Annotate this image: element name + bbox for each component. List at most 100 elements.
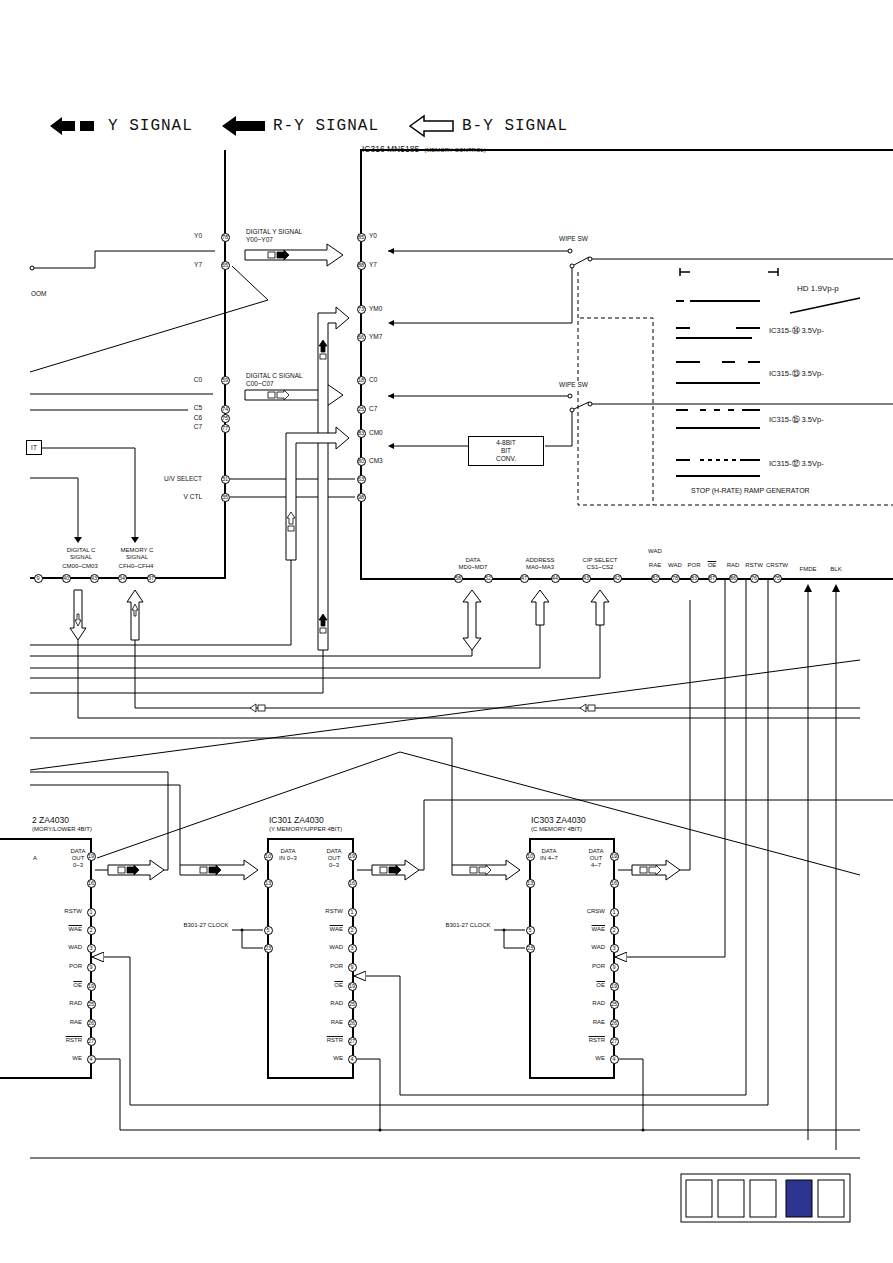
- pin-number: 9: [348, 963, 357, 972]
- signal-arrows: [180, 860, 258, 880]
- signal-label: C0: [368, 376, 378, 383]
- signal-label: WE: [594, 1055, 606, 1062]
- pin-number: 13: [526, 879, 535, 888]
- pin-number: 98: [357, 493, 366, 502]
- pin-number: 16: [348, 879, 357, 888]
- arrow-icons: [479, 865, 491, 875]
- pin-number: 86: [729, 574, 738, 583]
- wires: [30, 785, 180, 865]
- signal-label: C0: [193, 376, 203, 383]
- wire-dots: [388, 393, 394, 399]
- wires: [30, 249, 893, 1158]
- signal-label: DATA IN 0~3: [276, 848, 300, 862]
- pin-number: 5: [264, 926, 273, 935]
- arrow-icons: [209, 865, 221, 875]
- pin-number: 78: [671, 574, 680, 583]
- signal-label: RSTR: [588, 1037, 606, 1044]
- wire-dots: [388, 248, 394, 254]
- arrow-icons: [268, 392, 275, 398]
- pin-number: 43: [90, 574, 99, 583]
- signal-label: RAE: [592, 1019, 606, 1026]
- signal-label: DIGITAL Y SIGNAL: [245, 228, 303, 235]
- signal-label: RAD: [329, 1000, 344, 1007]
- pin-number: 19: [348, 852, 357, 861]
- pin-number: 44: [551, 574, 560, 583]
- signal-arrows: [463, 590, 481, 650]
- pin-number: 27: [348, 1037, 357, 1046]
- signal-label: POR: [686, 562, 701, 569]
- wires: [574, 402, 589, 409]
- pin-number: 9: [87, 963, 96, 972]
- signal-label: HD 1.9Vp-p: [796, 284, 840, 293]
- signal-label: B301-27 CLOCK: [179, 922, 233, 929]
- waveform-marks: [680, 268, 860, 313]
- pin-number: 19: [348, 982, 357, 991]
- signal-label: Y00~Y07: [245, 236, 274, 243]
- ic-function: (MORY/LOWER 4BIT): [32, 825, 92, 833]
- page-index: [681, 1174, 850, 1222]
- signal-label: C7: [193, 423, 203, 430]
- arrow-icons: [380, 867, 387, 873]
- ic-name: IC316 MN5185: [362, 144, 419, 154]
- arrow-icons: [470, 867, 477, 873]
- wires: [30, 738, 452, 865]
- pin-number: 26: [610, 1019, 619, 1028]
- ic-name: IC303 ZA4030: [531, 815, 586, 825]
- waveforms: [676, 328, 760, 338]
- connector: [92, 580, 768, 1105]
- pin-number: 52: [484, 574, 493, 583]
- signal-label: Y0: [193, 232, 203, 239]
- arrow-icons: [389, 865, 401, 875]
- signal-label: WE: [332, 1055, 344, 1062]
- arrow-icons: [200, 867, 207, 873]
- wires: [570, 408, 574, 412]
- signal-label: WAD: [67, 944, 83, 951]
- signal-label: RAD: [726, 562, 741, 569]
- page-index: [686, 1180, 712, 1217]
- pin-number: 1: [348, 908, 357, 917]
- signal-label: RSTR: [326, 1037, 344, 1044]
- arrow-icons: [640, 867, 647, 873]
- signal-arrows: [70, 590, 86, 640]
- pin-number: 59: [221, 376, 230, 385]
- signal-arrows: [632, 860, 680, 880]
- pin-number: 9: [610, 963, 619, 972]
- pin-number: 3: [610, 944, 619, 953]
- arrow-icons: [320, 628, 326, 633]
- arrow-icons: [649, 865, 661, 875]
- signal-arrows: [372, 860, 419, 880]
- connector: [354, 580, 746, 1095]
- arrow-icons: [319, 614, 327, 626]
- arrow-icons: [258, 705, 265, 711]
- signal-label: IC315-⑬ 3.5Vp-: [768, 369, 825, 378]
- signal-label: A: [32, 855, 38, 862]
- signal-label: MD0~MD7: [458, 564, 489, 571]
- pin-number: 76: [750, 574, 759, 583]
- signal-arrows: [127, 590, 143, 640]
- pin-number: 83: [690, 574, 699, 583]
- wire-dots: [74, 248, 840, 1132]
- pin-number: 80: [357, 457, 366, 466]
- signal-label: WAD: [590, 944, 606, 951]
- wires: [574, 257, 589, 265]
- signal-label: DATA OUT 4~7: [584, 848, 608, 869]
- pin-number: 65: [221, 261, 230, 270]
- signal-label: OOM: [30, 290, 48, 297]
- wire-dots: [388, 443, 394, 449]
- legend-samples: [410, 116, 453, 136]
- signal-label: STOP (H-RATE) RAMP GENERATOR: [690, 487, 811, 495]
- pin-number: 75: [773, 574, 782, 583]
- signal-label: BLK: [829, 566, 842, 573]
- page-index: [786, 1180, 812, 1217]
- wires: [808, 592, 836, 1150]
- dashed-lines: [578, 272, 893, 505]
- signal-label: YM7: [368, 333, 383, 340]
- pin-number: 25: [87, 1000, 96, 1009]
- waveform-marks: [680, 268, 860, 313]
- wires: [30, 266, 268, 372]
- signal-label: C5: [193, 404, 203, 411]
- signal-label: C7: [368, 405, 378, 412]
- legend-samples: [80, 121, 94, 131]
- partial-box: IT: [26, 440, 42, 455]
